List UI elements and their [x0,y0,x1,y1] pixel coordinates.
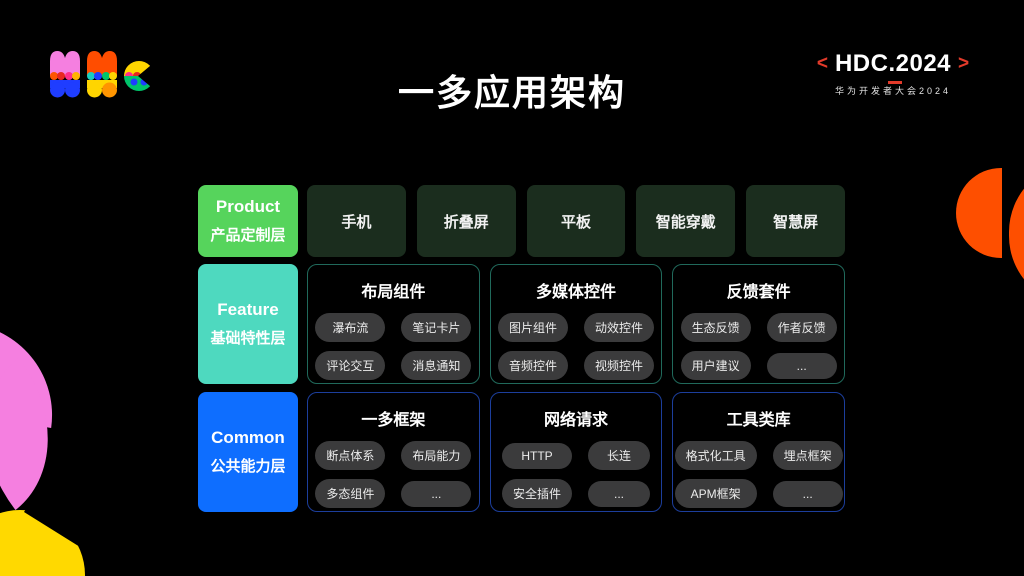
panel-title: 反馈套件 [726,284,791,301]
tag: 格式化工具 [674,441,757,470]
layer-row-product: Product 产品定制层 手机 折叠屏 平板 智能穿戴 智慧屏 [198,185,845,257]
event-subtitle: 华为开发者大会2024 [834,86,952,96]
tag: APM框架 [674,479,757,508]
tag: 视频控件 [584,351,655,380]
device-wearable: 智能穿戴 [636,185,736,257]
layer-name-zh: 产品定制层 [210,227,286,244]
tag: 用户建议 [680,351,751,380]
common-panels: 一多框架 断点体系 布局能力 多态组件 ... 网络请求 HTTP 长连 安全插… [307,392,846,512]
tag: 消息通知 [401,351,472,380]
device-phone: 手机 [307,185,406,257]
tag: 布局能力 [401,441,472,470]
panel-title: 多媒体控件 [536,284,617,301]
event-title: HDC.2024 [834,50,952,77]
tag: 断点体系 [315,441,386,470]
panel-tool-libraries: 工具类库 格式化工具 埋点框架 APM框架 ... [672,392,846,512]
tag: 瀑布流 [315,313,386,342]
left-angle-bracket-icon: < [816,53,828,74]
event-badge: < HDC.2024 > 华为开发者大会2024 [816,50,970,97]
layer-label-common: Common 公共能力层 [198,392,298,512]
layer-row-feature: Feature 基础特性层 布局组件 瀑布流 笔记卡片 评论交互 消息通知 多媒… [198,264,846,384]
panel-feedback-suite: 反馈套件 生态反馈 作者反馈 用户建议 ... [672,264,846,384]
orange-halfcircle-decor [956,168,1002,258]
tag: 埋点框架 [772,441,843,470]
device-foldable: 折叠屏 [416,185,516,257]
orange-edge-circle-decor [1009,162,1024,306]
tag: 评论交互 [315,351,386,380]
layer-label-feature: Feature 基础特性层 [198,264,298,384]
tag: 动效控件 [584,313,655,342]
layer-name-zh: 公共能力层 [210,458,286,475]
panel-multimedia-controls: 多媒体控件 图片组件 动效控件 音频控件 视频控件 [489,264,663,384]
layer-name-en: Feature [217,300,279,319]
feature-panels: 布局组件 瀑布流 笔记卡片 评论交互 消息通知 多媒体控件 图片组件 动效控件 … [307,264,846,384]
tag-more: ... [766,352,837,379]
page-title: 一多应用架构 [397,72,626,113]
layer-row-common: Common 公共能力层 一多框架 断点体系 布局能力 多态组件 ... 网络请… [198,392,846,512]
panel-layout-components: 布局组件 瀑布流 笔记卡片 评论交互 消息通知 [307,264,480,384]
layer-name-en: Common [211,428,285,447]
layer-name-zh: 基础特性层 [210,330,286,347]
device-tablet: 平板 [526,185,626,257]
tag: HTTP [502,442,573,469]
panel-title: 工具类库 [726,412,791,429]
right-angle-bracket-icon: > [958,53,970,74]
device-smartscreen: 智慧屏 [746,185,845,257]
tag-group: 瀑布流 笔记卡片 评论交互 消息通知 [315,313,472,380]
tag: 多态组件 [315,479,386,508]
tag: 音频控件 [497,351,568,380]
panel-title: 一多框架 [361,412,426,429]
device-list: 手机 折叠屏 平板 智能穿戴 智慧屏 [307,185,845,257]
layer-label-product: Product 产品定制层 [198,185,298,257]
panel-network-request: 网络请求 HTTP 长连 安全插件 ... [489,392,663,512]
tag: 笔记卡片 [401,313,472,342]
tag-more: ... [588,480,651,507]
tag: 长连 [588,441,651,470]
tag: 安全插件 [502,479,573,508]
tag-group: 生态反馈 作者反馈 用户建议 ... [680,313,837,380]
tag-more: ... [401,480,472,507]
panel-one-multi-framework: 一多框架 断点体系 布局能力 多态组件 ... [307,392,480,512]
panel-title: 网络请求 [544,412,609,429]
hdc-logo-graphic [50,51,156,98]
hdc-logo [50,48,156,104]
layer-name-en: Product [215,197,281,216]
tag-group: 格式化工具 埋点框架 APM框架 ... [674,441,843,508]
tag-group: 图片组件 动效控件 音频控件 视频控件 [497,313,655,380]
event-badge-title-row: < HDC.2024 > [816,50,970,84]
tag: 作者反馈 [766,313,837,342]
tag-group: HTTP 长连 安全插件 ... [502,441,651,508]
panel-title: 布局组件 [361,284,426,301]
tag-more: ... [772,480,843,507]
tag: 生态反馈 [680,313,751,342]
c-underline-accent [888,81,902,84]
tag-group: 断点体系 布局能力 多态组件 ... [315,441,472,508]
tag: 图片组件 [497,313,568,342]
